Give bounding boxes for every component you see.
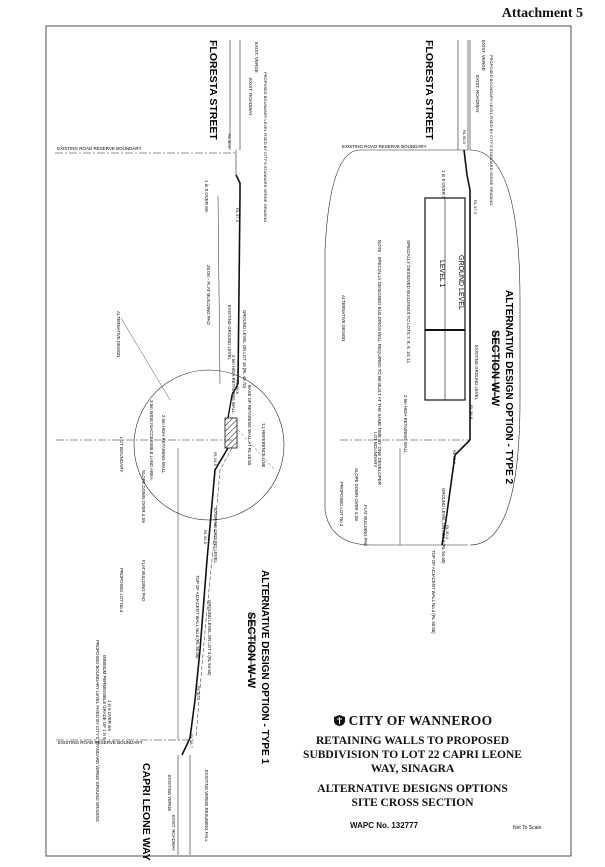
label-flat-pad-2: FLAT BUILDING PAD: [141, 560, 146, 601]
label-slope-bottom: 1 in 6 OVER 6m: [107, 700, 112, 731]
label-ground-level: GROUND LEVEL: [457, 255, 464, 310]
city-crest-icon: [333, 714, 346, 727]
label-right-slope-down: SLOPE DOWN OVER 4.3m: [354, 468, 359, 522]
subject-line: ALTERNATIVE DESIGNS OPTIONS: [317, 783, 508, 795]
rl-mark: RL 60.5: [462, 130, 467, 145]
wapc-number: WAPC No. 132777: [350, 821, 419, 830]
rl-mark: RL 52.6: [452, 450, 457, 465]
project-line: SUBDIVISION TO LOT 22 CAPRI LEONE: [303, 749, 522, 761]
rl-mark: RL 57.4: [235, 208, 240, 223]
leader-alternative: [120, 317, 171, 401]
rl-mark: RL 48.7: [189, 734, 194, 749]
organisation-name: CITY OF WANNEROO: [348, 713, 493, 728]
label-right-top-adjacent: TOP OF ADJACENT WALL No.4 (RL 50.00): [431, 550, 436, 634]
project-line: RETAINING WALLS TO PROPOSED: [315, 735, 510, 747]
label-right-lot-boundary: LOT BOUNDARY: [373, 432, 378, 467]
label-ground-lot3: GROUND LEVEL ON LOT 3 (RL 54.60): [207, 600, 212, 676]
label-road-reserve-bottom: EXISTING ROAD RESERVE BOUNDARY: [58, 740, 143, 745]
label-right-retaining-wall: 2.5m HIGH RETAINING WALL: [403, 395, 408, 454]
rl-mark: RL 54.5: [213, 452, 218, 467]
subject-title: ALTERNATIVE DESIGNS OPTIONS SITE CROSS S…: [280, 782, 545, 810]
label-right-flat-pad: FLAT BUILDING PAD: [363, 505, 368, 546]
ground-profile-lower: [181, 447, 229, 756]
section-type-2: FLORESTA STREET EXIST. VERGE EXIST. ROAD…: [324, 40, 521, 634]
sheet-border: [45, 25, 572, 857]
section-subtitle-left: ALTERNATIVE DESIGN OPTION - TYPE 1: [259, 570, 270, 765]
label-flat-pad-25: 25.0m - FLAT BUILDING PAD: [206, 265, 211, 326]
section-outline-right: [324, 40, 469, 546]
scale-note: Not To Scale: [513, 825, 542, 831]
label-slope-down: SLOPE DOWN OVER 4.3m: [141, 470, 146, 524]
label-right-proposed-lot: PROPOSED LOT No.3: [339, 482, 344, 527]
detail-circle-left: [133, 369, 285, 521]
capri-leone-way: CAPRI LEONE WAY: [140, 763, 152, 861]
attachment-label: Attachment 5: [501, 6, 583, 21]
label-right-exist-roadway: EXIST. ROADWAY: [475, 75, 480, 113]
label-right-proposed-boundary: PROPOSED BOUNDARY LEVEL FIXED BY CITY'S …: [489, 55, 494, 205]
rl-mark: RL 56.8: [469, 405, 474, 420]
right-ground-profile-upper: [463, 149, 471, 440]
ground-profile-wall: [227, 383, 239, 419]
dimension-line-upper: [217, 195, 221, 385]
label-right-slope: 1 in 8 OVER 9m: [441, 170, 446, 203]
label-retaining-wall-2: 2.5m HIGH RETAINING WALL: [161, 415, 166, 474]
section-outline-right-2: [469, 149, 521, 546]
section-subtitle-right: ALTERNATIVE DESIGN OPTION - TYPE 2: [503, 290, 514, 485]
label-base-of-wall: BASE OF RETAINING WALL AT RL 48.50: [247, 385, 252, 466]
label-road-reserve: EXISTING ROAD RESERVE BOUNDARY: [57, 146, 142, 151]
right-ground-profile-lower: [441, 439, 471, 546]
label-retaining-wall-upper: 2.5m HIGH RETAINING WALL: [231, 355, 236, 414]
rl-mark: RL 50.4: [445, 525, 450, 540]
label-right-exist-verge: EXIST. VERGE: [481, 40, 486, 71]
floresta-street-right: FLORESTA STREET: [423, 40, 435, 140]
label-proposed-boundary-lower: PROPOSED BOUNDARY LEVEL FIXED BY CITY'S …: [95, 640, 100, 822]
rl-mark: RL 60.5: [227, 134, 232, 149]
label-minimum-gradient: MINIMUM PERMISSIBLE GRADE OF 1 in 6: [102, 655, 107, 740]
label-top-adjacent-wall: TOP OF ADJACENT WALL No.4 (RL 50.00): [195, 575, 200, 659]
project-title: RETAINING WALLS TO PROPOSED SUBDIVISION …: [280, 734, 545, 776]
rl-mark: RL 56.8: [235, 380, 240, 395]
retaining-wall-block: [224, 417, 238, 449]
label-reference-line: 1:1 REFERENCE LINE: [261, 423, 266, 468]
label-right-existing-ground: EXISTING GROUND LEVEL: [474, 345, 479, 401]
label-note: NOTE - SPECIALLY DESIGNED BUILDINGS WILL…: [377, 240, 382, 486]
label-lot-boundary: LOT BOUNDARY: [119, 437, 124, 472]
label-exist-roadway-bottom: EXIST. ROADWAY: [171, 815, 176, 851]
label-existing-ground-2: EXISTING GROUND LEVEL: [213, 508, 218, 564]
label-specially-designed: SPECIALLY DESIGNED BUILDINGS TO LOTS 7, …: [406, 240, 411, 364]
label-proposed-lot-3: PROPOSED LOT No.3: [119, 568, 124, 613]
existing-ground-dashed: [195, 447, 233, 739]
label-right-road-reserve: EXISTING ROAD RESERVE BOUNDARY: [342, 144, 427, 149]
label-right-ground-lot3: GROUND LEVEL ON LOT 3 (RL 54.60): [441, 488, 446, 564]
label-exist-verge-bottom: EXISTING VERGE: [167, 775, 172, 811]
reference-line: [237, 429, 276, 471]
label-alternative-design: ALTERNATIVE DESIGN: [116, 311, 121, 357]
label-right-alternative: ALTERNATIVE DESIGN: [341, 295, 346, 341]
label-exist-roadway: EXIST. ROADWAY: [248, 78, 253, 116]
rl-mark: RL 50.4: [196, 686, 201, 701]
label-level-1: LEVEL 1: [438, 260, 445, 287]
label-exist-verge: EXIST. VERGE: [254, 42, 259, 73]
rl-mark: RL 52.6: [203, 530, 208, 545]
rl-mark: RL 57.4: [473, 200, 478, 215]
section-type-1: FLORESTA STREET CAPRI LEONE WAY EXIST. V…: [55, 40, 285, 861]
subject-line: SITE CROSS SECTION: [351, 797, 474, 809]
organisation-title: CITY OF WANNEROO: [280, 713, 545, 729]
label-ground-lot16: GROUND LEVEL ON LOT 16 (RL 49.70): [242, 310, 247, 388]
label-verge-resuming: EXISTING VERGE RESUMING FALL: [204, 770, 209, 842]
label-existing-ground: EXISTING GROUND LEVEL: [227, 305, 232, 361]
project-line: WAY, SINAGRA: [370, 763, 455, 775]
ground-profile-upper: [235, 174, 241, 385]
label-proposed-boundary: PROPOSED BOUNDARY LEVEL FIXED BY CITY'S …: [263, 72, 268, 222]
label-slope-top: 1 in 8 OVER 9m: [204, 180, 209, 213]
floresta-street-left: FLORESTA STREET: [207, 40, 219, 140]
